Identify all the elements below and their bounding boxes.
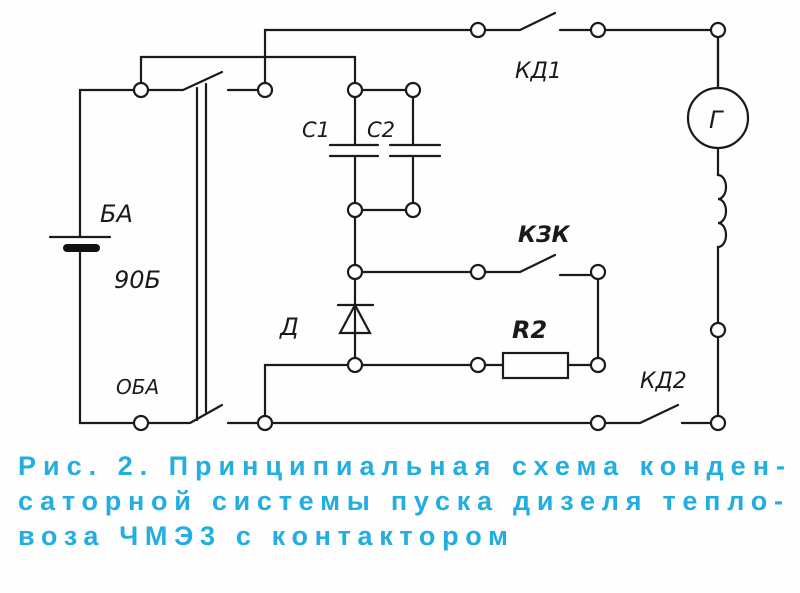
label-c2: C2 [367,118,395,142]
terminal [404,201,422,219]
label-switch-bottom: ОБА [116,375,159,399]
terminal [589,21,607,39]
label-battery: БА [100,200,133,228]
caption-line-2: саторной системы пуска дизеля тепло- [18,486,783,516]
r2-wire [263,363,600,425]
label-kd2: КД2 [640,369,687,394]
terminal [709,321,727,339]
caption-line-3: воза ЧМЭ3 с контактором [18,521,508,551]
terminal [589,356,607,374]
terminal [346,263,364,281]
terminal [346,356,364,374]
diode-triangle [338,302,372,335]
terminal [256,414,274,432]
terminal [589,414,607,432]
caption-line-1: Рис. 2. Принципиальная схема конден- [18,451,785,481]
label-r2: R2 [512,316,547,344]
label-switch-top: 90Б [114,266,161,294]
battery-switch-bottom-blade [139,403,224,425]
terminals [132,21,727,432]
resistor-r2 [501,351,570,380]
terminal [709,414,727,432]
label-generator: Г [709,106,724,134]
label-c1: C1 [302,118,330,142]
terminal [132,414,150,432]
label-kzk: КЗК [518,223,571,248]
terminal [256,81,274,99]
terminal [469,356,487,374]
figure-caption: Рис. 2. Принципиальная схема конден- сат… [18,451,785,551]
label-kd1: КД1 [515,59,562,84]
terminal [709,21,727,39]
battery-wire [78,88,143,425]
battery-switch-top-blade [139,70,224,92]
terminal [132,81,150,99]
terminal [469,21,487,39]
terminal [589,263,607,281]
terminal [346,81,364,99]
component-labels: БА 90Б ОБА C1 C2 Д КД1 КЗК R2 КД2 Г [100,59,724,399]
wires [48,11,750,425]
top-bus-wire [139,55,357,92]
terminal [469,263,487,281]
terminal [404,81,422,99]
label-diode: Д [279,313,299,341]
terminal [346,201,364,219]
field-coil [716,146,728,332]
